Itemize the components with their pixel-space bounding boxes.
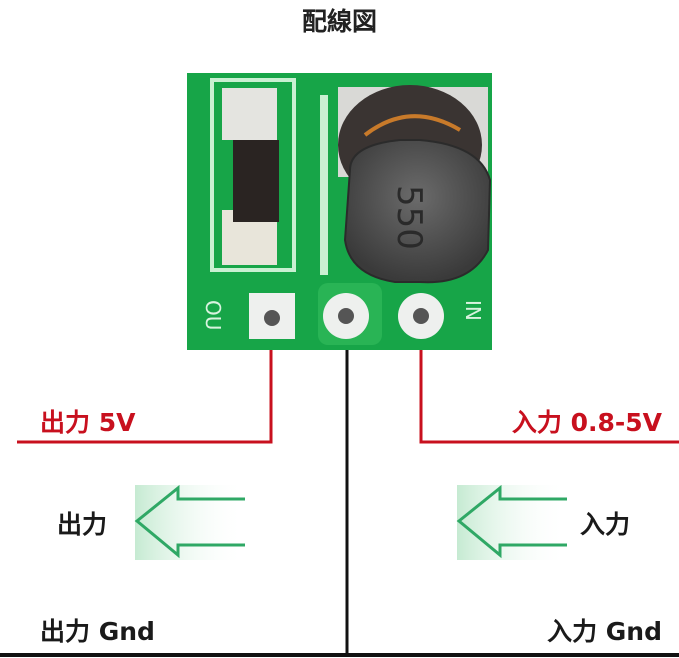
output-voltage-label: 出力 5V (40, 408, 136, 437)
output-wire (17, 350, 273, 444)
inductor-body (343, 139, 492, 284)
output-arrow-icon (134, 484, 245, 560)
input-wire (419, 350, 679, 444)
silkscreen-in: IN (461, 300, 485, 321)
input-gnd-label: 入力 Gnd (547, 617, 662, 646)
input-arrow-label: 入力 (580, 510, 631, 539)
inductor-marking: 550 (389, 185, 429, 250)
diode-chip (233, 140, 279, 222)
pcb-board: 550 OU IN (187, 73, 492, 350)
output-gnd-label: 出力 Gnd (40, 617, 155, 646)
output-arrow-label: 出力 (57, 510, 108, 539)
page-title: 配線図 (301, 7, 377, 36)
input-voltage-label: 入力 0.8-5V (511, 408, 662, 437)
silkscreen-out: OU (201, 300, 225, 330)
input-arrow-icon (456, 484, 567, 560)
